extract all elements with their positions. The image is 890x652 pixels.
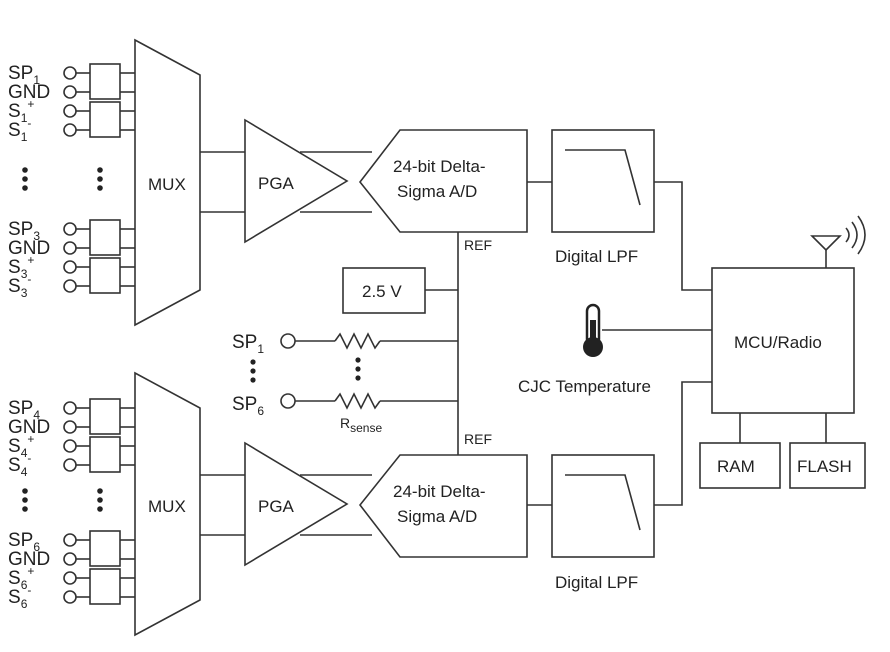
top-ch1-terminal-2 — [63, 104, 77, 118]
ref-top-label: REF — [464, 237, 492, 253]
adc-top-label-2: Sigma A/D — [397, 182, 477, 201]
bot-ch6-label-2: S6+ — [8, 564, 34, 592]
cjc-temperature-label: CJC Temperature — [518, 377, 651, 396]
sp-terminal-6 — [280, 393, 296, 409]
lpf-bottom-response — [565, 474, 641, 531]
lpf-top-response — [565, 149, 641, 206]
top-ch3-terminal-1 — [63, 241, 77, 255]
top-ch3-terminal-2 — [63, 260, 77, 274]
top-ch3-connector-b — [89, 257, 121, 294]
top-ch3-terminal-3 — [63, 279, 77, 293]
top-ch1-connector-a — [89, 63, 121, 100]
adc-bottom — [358, 454, 528, 558]
adc-top-label-1: 24-bit Delta- — [393, 157, 486, 176]
input-terminals: SP1GNDS1+S1-SP3GNDS3+S3-SP4GNDS4+S4-SP6G… — [8, 63, 135, 611]
bot-ch4-label-3: S4- — [8, 451, 31, 479]
top-ch1-label-2: S1+ — [8, 97, 34, 125]
rsense-label: Rsense — [340, 415, 382, 435]
ref-bottom-label: REF — [464, 431, 492, 447]
top-ch1-label-3: S1- — [8, 116, 31, 144]
lpf-bottom — [551, 454, 655, 558]
adc-bottom-label-2: Sigma A/D — [397, 507, 477, 526]
top-ch1-terminal-3 — [63, 123, 77, 137]
bot-ch6-connector-b — [89, 568, 121, 605]
top-ch3-label-1: GND — [8, 238, 50, 259]
ram-label: RAM — [717, 457, 755, 476]
bot-ch4-label-1: GND — [8, 417, 50, 438]
mux-bottom-label: MUX — [148, 497, 186, 516]
bot-ch6-label-1: GND — [8, 549, 50, 570]
flash-box — [789, 442, 866, 489]
bot-ch6-terminal-3 — [63, 590, 77, 604]
rsense-1 — [334, 332, 381, 350]
top-ch1-label-0: SP1 — [8, 63, 40, 87]
flash-label: FLASH — [797, 457, 852, 476]
vref-label: 2.5 V — [362, 282, 402, 301]
mcu-radio-label: MCU/Radio — [734, 333, 822, 352]
bot-ch6-label-0: SP6 — [8, 530, 40, 554]
bot-ch6-terminal-0 — [63, 533, 77, 547]
lpf-top — [551, 129, 655, 233]
top-ch3-connector-a — [89, 219, 121, 256]
top-ch3-terminal-0 — [63, 222, 77, 236]
ram-box — [699, 442, 781, 489]
pga-top-label: PGA — [258, 174, 295, 193]
bot-ch4-connector-b — [89, 436, 121, 473]
bot-ch6-label-3: S6- — [8, 583, 31, 611]
bot-ch6-terminal-1 — [63, 552, 77, 566]
bot-ch4-terminal-2 — [63, 439, 77, 453]
mcu-radio-box — [711, 267, 855, 414]
vref-box — [342, 267, 426, 314]
sp-input-6: SP6 — [232, 394, 264, 418]
lpf-top-label: Digital LPF — [555, 247, 638, 266]
mux-top-label: MUX — [148, 175, 186, 194]
radio-wave-icon — [845, 227, 850, 243]
bot-ch4-label-0: SP4 — [8, 398, 40, 422]
pga-bottom — [244, 441, 349, 567]
top-ch3-label-2: S3+ — [8, 253, 34, 281]
top-ch1-label-1: GND — [8, 82, 50, 103]
mux-top — [134, 38, 201, 327]
adc-top — [358, 129, 528, 233]
top-ch3-label-0: SP3 — [8, 219, 40, 243]
top-ch1-terminal-1 — [63, 85, 77, 99]
bot-ch4-terminal-0 — [63, 401, 77, 415]
bot-ch4-terminal-1 — [63, 420, 77, 434]
bot-ch6-connector-a — [89, 530, 121, 567]
antenna-icon — [810, 235, 842, 252]
bot-ch4-label-2: S4+ — [8, 432, 34, 460]
top-ch1-terminal-0 — [63, 66, 77, 80]
adc-bottom-label-1: 24-bit Delta- — [393, 482, 486, 501]
pga-bottom-label: PGA — [258, 497, 295, 516]
rsense-6 — [334, 392, 381, 410]
bot-ch4-terminal-3 — [63, 458, 77, 472]
bot-ch4-connector-a — [89, 398, 121, 435]
lpf-bottom-label: Digital LPF — [555, 573, 638, 592]
top-ch3-label-3: S3- — [8, 272, 31, 300]
mux-bottom — [134, 371, 201, 637]
top-ch1-connector-b — [89, 101, 121, 138]
sp-input-1: SP1 — [232, 332, 264, 356]
sp-terminal-1 — [280, 333, 296, 349]
bot-ch6-terminal-2 — [63, 571, 77, 585]
pga-top — [244, 118, 349, 244]
